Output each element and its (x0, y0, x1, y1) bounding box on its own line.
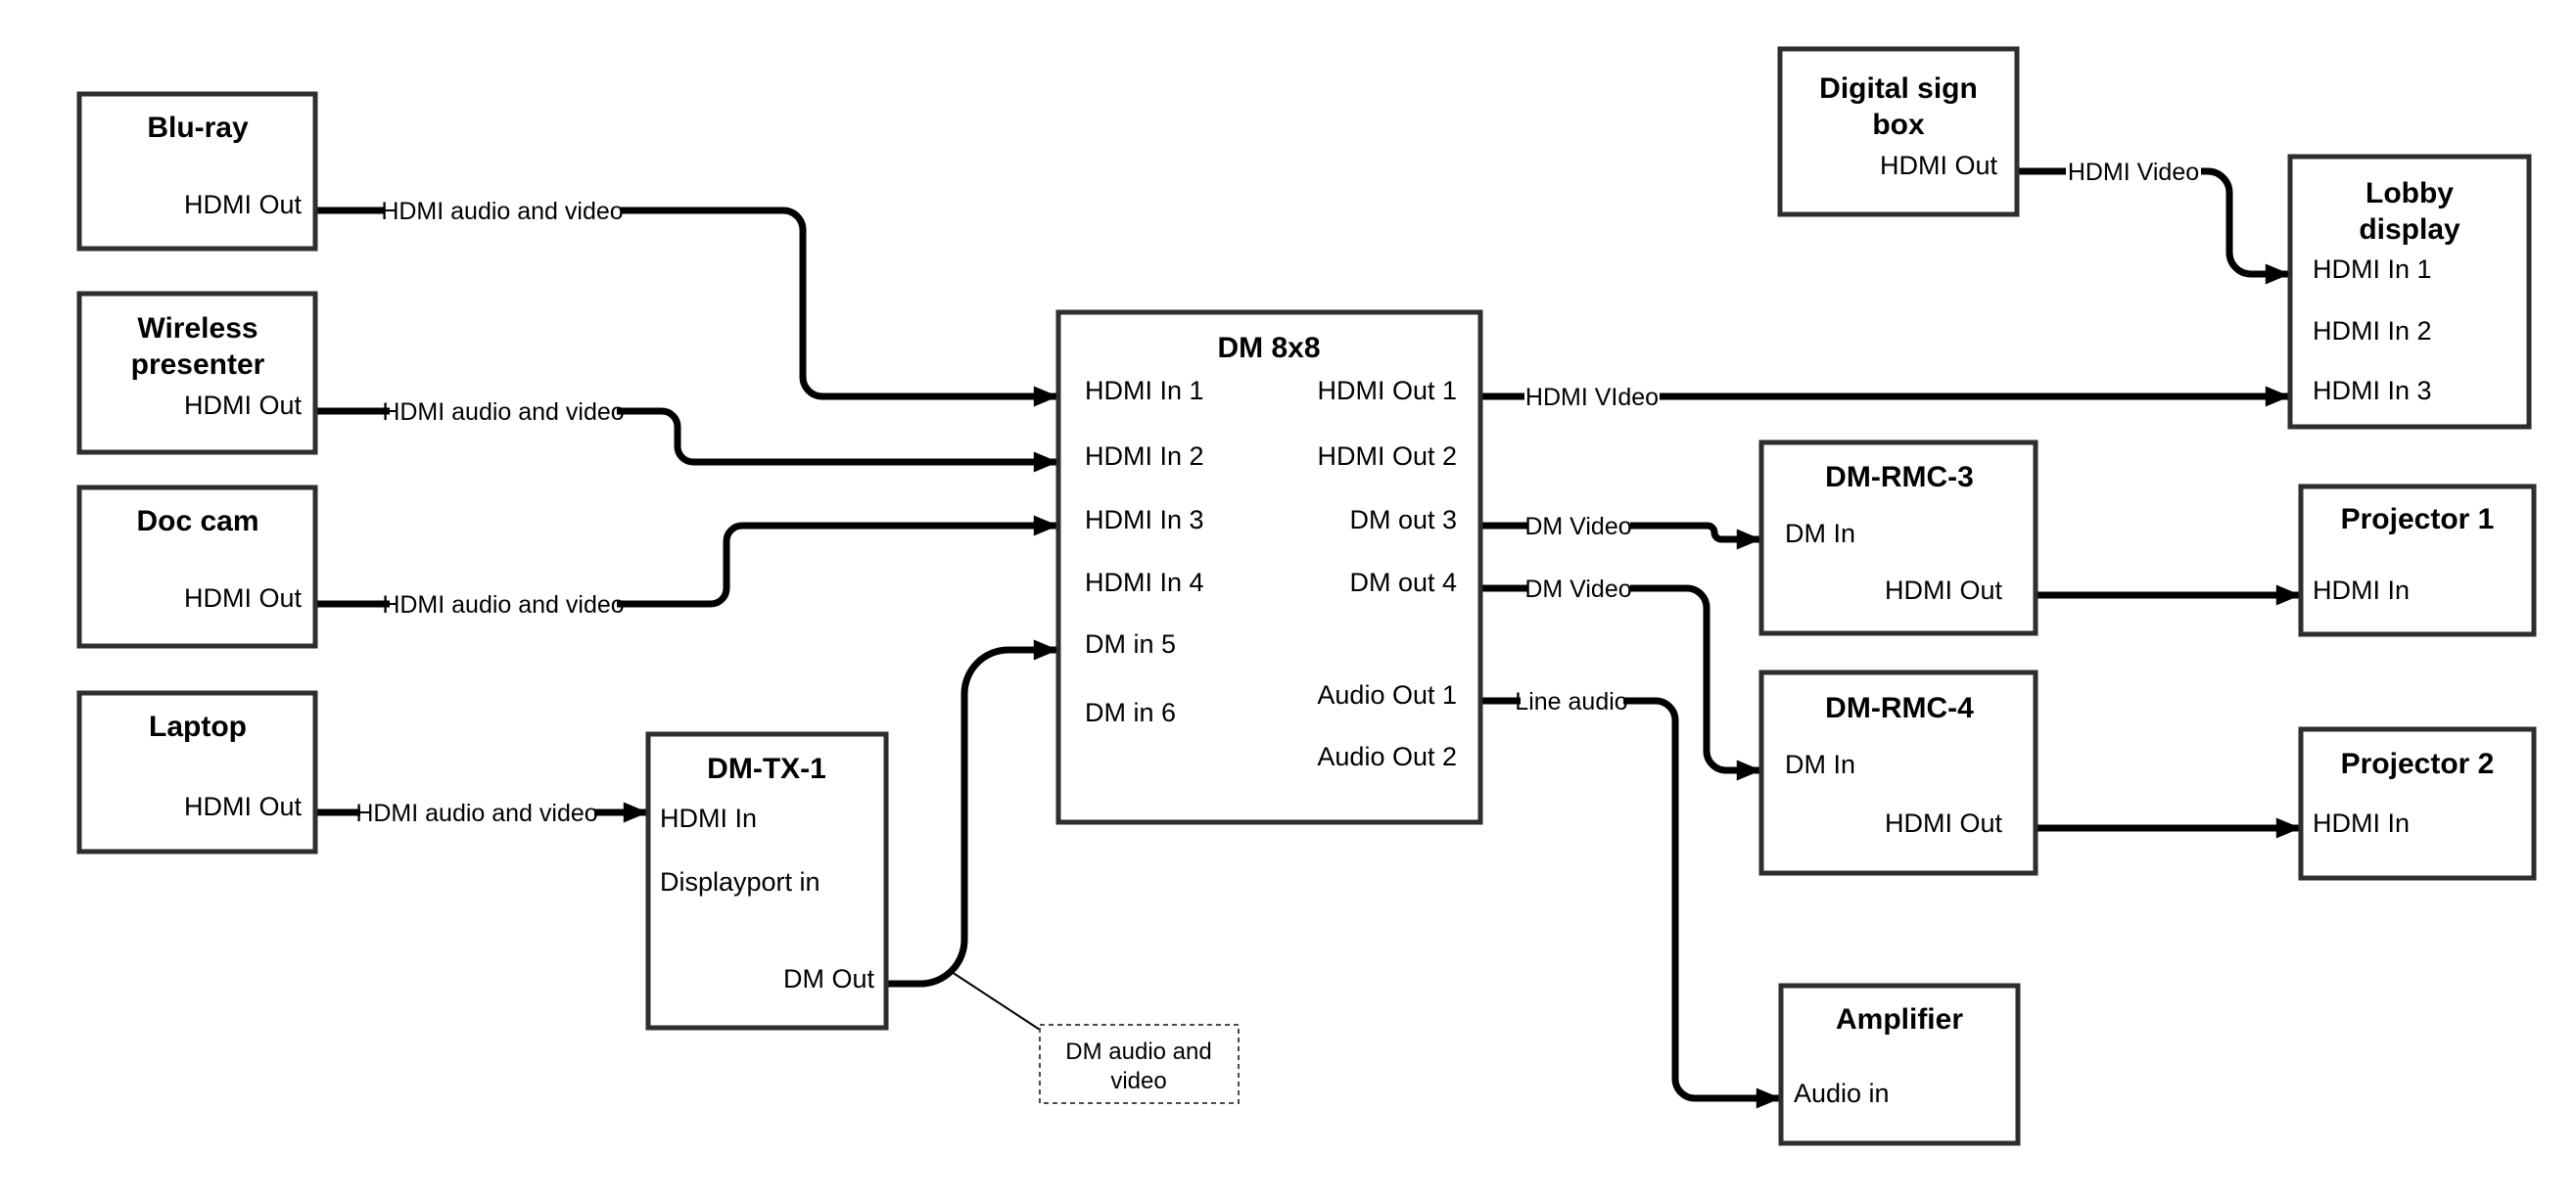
lobby-display-title-line1: Lobby (2365, 177, 2454, 209)
wire-label-doccam: HDMI audio and video (382, 591, 624, 619)
wire-label-bluray: HDMI audio and video (381, 198, 623, 225)
projector-2-title: Projector 2 (2341, 748, 2495, 780)
wire-label-dm-video-out3: DM Video (1524, 513, 1631, 540)
node-dm-tx-1: DM-TX-1 HDMI In Displayport in DM Out (645, 731, 889, 1031)
projector-1-title: Projector 1 (2341, 503, 2495, 535)
dm-rmc-3-title: DM-RMC-3 (1825, 461, 1974, 493)
laptop-title: Laptop (149, 711, 247, 743)
dm-8x8-port-dm-out-3: DM out 3 (1349, 505, 1457, 534)
amplifier-box (1778, 983, 2021, 1146)
callout-dashed-box (1039, 1024, 1240, 1104)
dm-rmc-3-port-dm-in: DM In (1785, 519, 1855, 548)
wire-dm8x8-audio1-to-amplifier (1623, 697, 1782, 1109)
lobby-display-port-hdmi-in-1: HDMI In 1 (2313, 254, 2432, 284)
dm-tx-1-port-displayport-in: Displayport in (660, 867, 820, 897)
dm-8x8-port-audio-out-2: Audio Out 2 (1317, 742, 1457, 771)
wireless-presenter-title-line2: presenter (131, 348, 265, 381)
laptop-port-hdmi-out: HDMI Out (184, 792, 303, 821)
dm-rmc-3-port-hdmi-out: HDMI Out (1885, 576, 2003, 605)
digital-sign-title-line1: Digital sign (1819, 72, 1978, 105)
node-dm-rmc-3: DM-RMC-3 DM In HDMI Out (1758, 439, 2038, 636)
callout-dm-audio-video: DM audio and video (951, 971, 1240, 1104)
bluray-title: Blu-ray (147, 112, 249, 144)
doc-cam-box (76, 485, 318, 649)
bluray-box (76, 91, 318, 252)
dm-8x8-port-dm-in-6: DM in 6 (1085, 698, 1176, 727)
lobby-display-box (2287, 154, 2532, 430)
digital-sign-box (1777, 46, 2020, 217)
callout-leader-line (951, 971, 1041, 1031)
dm-8x8-port-hdmi-in-4: HDMI In 4 (1085, 568, 1204, 597)
dm-rmc-4-port-hdmi-out: HDMI Out (1885, 808, 2003, 838)
wireless-presenter-title-line1: Wireless (137, 312, 258, 345)
callout-text-line2: video (1110, 1068, 1166, 1094)
amplifier-title: Amplifier (1836, 1003, 1963, 1036)
projector-1-port-hdmi-in: HDMI In (2313, 576, 2410, 605)
node-dm-rmc-4: DM-RMC-4 DM In HDMI Out (1758, 670, 2038, 876)
dm-tx-1-port-hdmi-in: HDMI In (660, 804, 757, 833)
laptop-box (76, 690, 318, 855)
wire-digitalsign-to-lobby-in1 (2201, 167, 2290, 285)
wire-label-dm-video-out4: DM Video (1524, 576, 1631, 603)
node-projector-2: Projector 2 HDMI In (2298, 726, 2537, 881)
bluray-port-hdmi-out: HDMI Out (184, 190, 303, 219)
digital-sign-port-hdmi-out: HDMI Out (1880, 151, 1998, 180)
wire-label-wireless: HDMI audio and video (382, 398, 624, 426)
node-doc-cam: Doc cam HDMI Out (76, 485, 318, 649)
doc-cam-title: Doc cam (136, 505, 258, 537)
doc-cam-port-hdmi-out: HDMI Out (184, 583, 303, 613)
dm-8x8-title: DM 8x8 (1217, 332, 1320, 364)
dm-tx-1-port-dm-out: DM Out (783, 964, 875, 993)
dm-8x8-box (1055, 309, 1483, 825)
lobby-display-port-hdmi-in-2: HDMI In 2 (2313, 316, 2432, 346)
wireless-presenter-box (76, 291, 318, 455)
node-laptop: Laptop HDMI Out (76, 690, 318, 855)
node-digital-sign-box: Digital sign box HDMI Out (1777, 46, 2020, 217)
dm-8x8-port-dm-in-5: DM in 5 (1085, 629, 1176, 659)
wire-label-hdmi-video-digitalsign: HDMI Video (2068, 159, 2199, 186)
dm-rmc-4-box (1758, 670, 2038, 876)
wire-dm8x8-out4-to-rmc4 (1630, 584, 1762, 781)
dm-tx-1-title: DM-TX-1 (707, 753, 826, 785)
wire-wireless-to-dm8x8-in2 (617, 407, 1059, 473)
dm-rmc-3-box (1758, 439, 2038, 636)
dm-8x8-port-hdmi-out-1: HDMI Out 1 (1317, 376, 1457, 405)
wire-dm8x8-out3-to-rmc3 (1630, 522, 1762, 550)
amplifier-port-audio-in: Audio in (1794, 1079, 1890, 1108)
digital-sign-title-line2: box (1872, 109, 1925, 141)
wire-bluray-to-dm8x8-in1 (621, 207, 1059, 407)
dm-rmc-4-port-dm-in: DM In (1785, 750, 1855, 779)
projector-2-box (2298, 726, 2537, 881)
projector-1-box (2298, 484, 2537, 637)
callout-text-line1: DM audio and (1065, 1039, 1211, 1065)
wire-labels: HDMI audio and video HDMI audio and vide… (355, 159, 2199, 827)
dm-tx-1-box (645, 731, 889, 1031)
dm-8x8-port-hdmi-out-2: HDMI Out 2 (1317, 441, 1457, 471)
dm-rmc-4-title: DM-RMC-4 (1825, 692, 1974, 724)
wire-doccam-to-dm8x8-in3 (617, 515, 1059, 608)
dm-8x8-port-audio-out-1: Audio Out 1 (1317, 680, 1457, 710)
node-projector-1: Projector 1 HDMI In (2298, 484, 2537, 637)
node-dm-8x8: DM 8x8 HDMI In 1 HDMI In 2 HDMI In 3 HDM… (1055, 309, 1483, 825)
wire-dmtx1-to-dm8x8-in5 (886, 639, 1059, 988)
dm-8x8-port-hdmi-in-3: HDMI In 3 (1085, 505, 1204, 534)
node-lobby-display: Lobby display HDMI In 1 HDMI In 2 HDMI I… (2287, 154, 2532, 430)
lobby-display-title-line2: display (2359, 213, 2460, 246)
dm-8x8-port-dm-out-4: DM out 4 (1349, 568, 1457, 597)
wire-label-line-audio: Line audio (1515, 688, 1627, 716)
projector-2-port-hdmi-in: HDMI In (2313, 808, 2410, 838)
node-bluray: Blu-ray HDMI Out (76, 91, 318, 252)
wire-label-hdmi-video-out1: HDMI VIdeo (1525, 384, 1659, 411)
wireless-presenter-port-hdmi-out: HDMI Out (184, 391, 303, 420)
wires (315, 167, 2301, 1109)
node-amplifier: Amplifier Audio in (1778, 983, 2021, 1146)
node-wireless-presenter: Wireless presenter HDMI Out (76, 291, 318, 455)
dm-8x8-port-hdmi-in-2: HDMI In 2 (1085, 441, 1204, 471)
lobby-display-port-hdmi-in-3: HDMI In 3 (2313, 376, 2432, 405)
dm-8x8-port-hdmi-in-1: HDMI In 1 (1085, 376, 1204, 405)
wire-label-laptop: HDMI audio and video (355, 800, 597, 827)
